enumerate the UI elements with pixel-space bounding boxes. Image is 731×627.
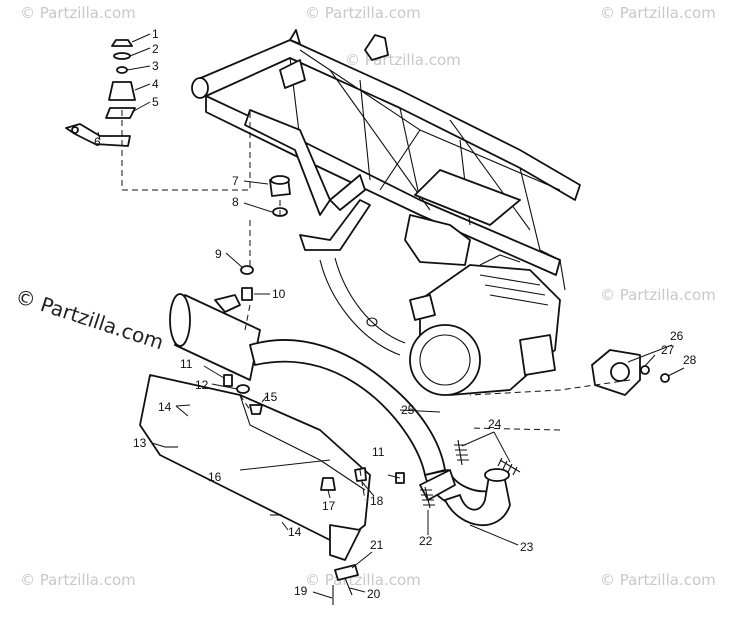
callout-25: 25: [401, 403, 415, 417]
callout-20: 20: [367, 587, 381, 601]
callout-11: 11: [180, 357, 193, 371]
callout-14: 14: [288, 525, 302, 539]
watermark: © Partzilla.com: [345, 51, 461, 69]
leader-lines: [97, 33, 685, 599]
callout-23: 23: [520, 540, 534, 554]
callout-26: 26: [670, 329, 684, 343]
watermark: © Partzilla.com: [600, 4, 716, 22]
callout-28: 28: [683, 353, 697, 367]
heat-shield: [139, 374, 371, 561]
watermark: © Partzilla.com: [600, 571, 716, 589]
hardware: [65, 39, 521, 605]
callout-12: 12: [195, 378, 209, 392]
main-watermark: © Partzilla.com: [12, 284, 166, 355]
callout-27: 27: [661, 343, 675, 357]
frame: [191, 29, 581, 356]
callout-4: 4: [152, 77, 159, 91]
callout-3: 3: [152, 59, 159, 73]
callout-17: 17: [322, 499, 336, 513]
exhaust-flange: [591, 349, 670, 396]
callout-14: 14: [158, 400, 172, 414]
engine: [409, 254, 561, 396]
watermark: © Partzilla.com: [305, 571, 421, 589]
callout-19: 19: [294, 584, 308, 598]
muffler: [169, 293, 261, 381]
callout-22: 22: [419, 534, 433, 548]
watermark: © Partzilla.com: [305, 4, 421, 22]
callout-2: 2: [152, 42, 159, 56]
callout-1: 1: [152, 27, 159, 41]
callout-18: 18: [370, 494, 384, 508]
watermark: © Partzilla.com: [600, 286, 716, 304]
callout-5: 5: [152, 95, 159, 109]
callout-24: 24: [488, 417, 502, 431]
callout-7: 7: [232, 174, 239, 188]
head-pipe: [444, 468, 511, 527]
callout-16: 16: [208, 470, 222, 484]
callout-8: 8: [232, 195, 239, 209]
callout-15: 15: [264, 390, 278, 404]
watermark: © Partzilla.com: [20, 571, 136, 589]
callout-13: 13: [133, 436, 147, 450]
callout-10: 10: [272, 287, 286, 301]
callout-9: 9: [215, 247, 222, 261]
callout-6: 6: [94, 135, 101, 149]
callout-21: 21: [370, 538, 384, 552]
dashed-guides: [121, 110, 631, 501]
callout-numbers: 1 2 3 4 5 6 7 8 9 10 11 12 14 15 13 25 2…: [94, 27, 697, 601]
callout-11: 11: [372, 445, 385, 459]
watermark: © Partzilla.com: [20, 4, 136, 22]
